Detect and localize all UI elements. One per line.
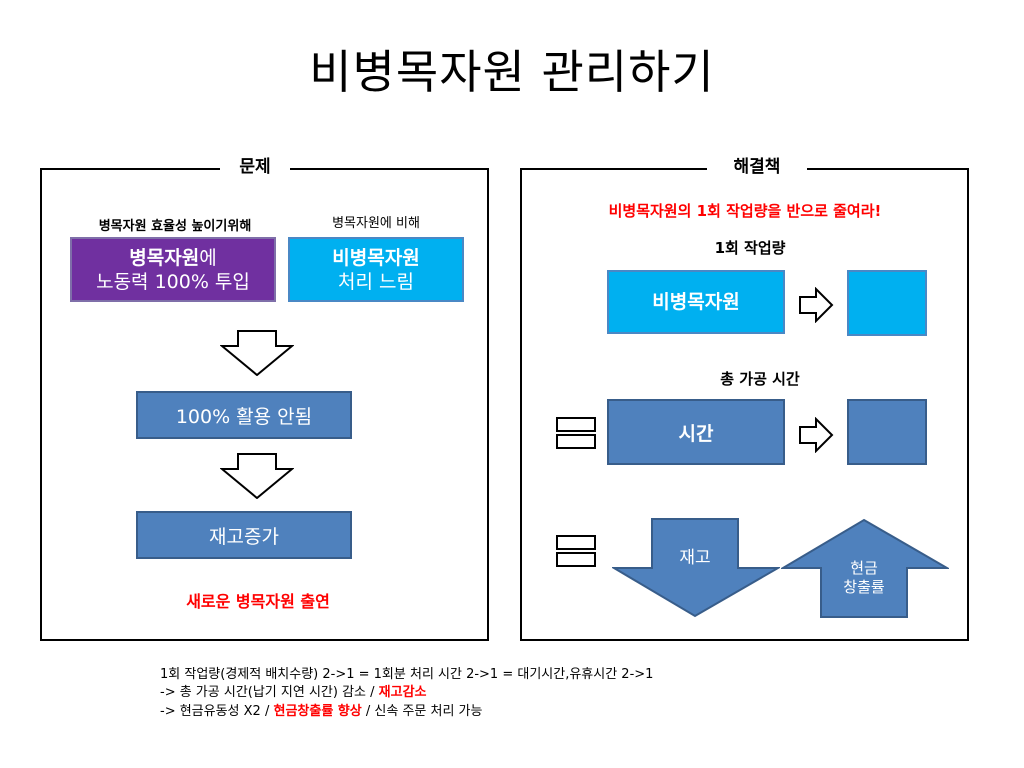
inventory-down-arrow-icon — [612, 518, 780, 618]
half-time-box — [847, 399, 927, 465]
note-line-1: 1회 작업량(경제적 배치수량) 2->1 = 1회분 처리 시간 2->1 =… — [160, 667, 654, 682]
equals-icon — [556, 535, 596, 567]
note-line-3-text: -> 현금유동성 X2 / — [160, 704, 274, 719]
non-bottleneck-slow-box: 비병목자원 처리 느림 — [288, 237, 464, 302]
cash-arrow-line2: 창출률 — [843, 578, 885, 596]
non-bottleneck-box-line2: 처리 느림 — [338, 270, 414, 293]
note-cash-improvement: 현금창출률 향상 — [273, 704, 362, 719]
solution-headline: 비병목자원의 1회 작업량을 반으로 줄여라! — [608, 202, 882, 220]
cash-arrow-line1: 현금 — [850, 559, 878, 577]
down-arrow-icon — [220, 330, 294, 376]
note-line-3: -> 현금유동성 X2 / 현금창출률 향상 / 신속 주문 처리 가능 — [160, 703, 482, 721]
total-time-label: 총 가공 시간 — [720, 370, 800, 388]
cash-up-arrow-icon — [781, 518, 949, 618]
bottleneck-box-line2: 노동력 100% 투입 — [96, 270, 250, 293]
problem-heading: 문제 — [220, 155, 290, 179]
half-work-box — [847, 270, 927, 336]
bottleneck-label: 병목자원 효율성 높이기위해 — [98, 219, 252, 234]
equals-icon — [556, 417, 596, 449]
bottleneck-box-bold: 병목자원 — [129, 246, 200, 269]
note-line-3-tail: / 신속 주문 처리 가능 — [361, 704, 483, 719]
bottleneck-box-rest: 에 — [199, 246, 217, 269]
right-arrow-icon — [799, 287, 834, 323]
solution-heading: 해결책 — [707, 155, 807, 179]
non-bottleneck-label: 병목자원에 비해 — [332, 216, 420, 231]
note-line-2-text: -> 총 가공 시간(납기 지연 시간) 감소 / — [160, 685, 379, 700]
right-arrow-icon — [799, 417, 834, 453]
time-box: 시간 — [607, 399, 785, 465]
new-bottleneck-text: 새로운 병목자원 출연 — [186, 592, 330, 611]
slide-title: 비병목자원 관리하기 — [309, 45, 715, 99]
inventory-increase-box: 재고증가 — [136, 511, 352, 559]
underutilized-box: 100% 활용 안됨 — [136, 391, 352, 439]
inventory-arrow-label: 재고 — [679, 548, 711, 568]
note-line-2: -> 총 가공 시간(납기 지연 시간) 감소 / 재고감소 — [160, 684, 427, 702]
down-arrow-icon — [220, 453, 294, 499]
note-inventory-reduction: 재고감소 — [378, 685, 427, 700]
non-bottleneck-box-line1: 비병목자원 — [332, 246, 420, 269]
cash-arrow-label: 현금 창출률 — [821, 559, 907, 597]
non-bottleneck-work-box: 비병목자원 — [607, 270, 785, 334]
work-amount-label: 1회 작업량 — [714, 239, 786, 257]
bottleneck-labor-box: 병목자원에 노동력 100% 투입 — [70, 237, 276, 302]
